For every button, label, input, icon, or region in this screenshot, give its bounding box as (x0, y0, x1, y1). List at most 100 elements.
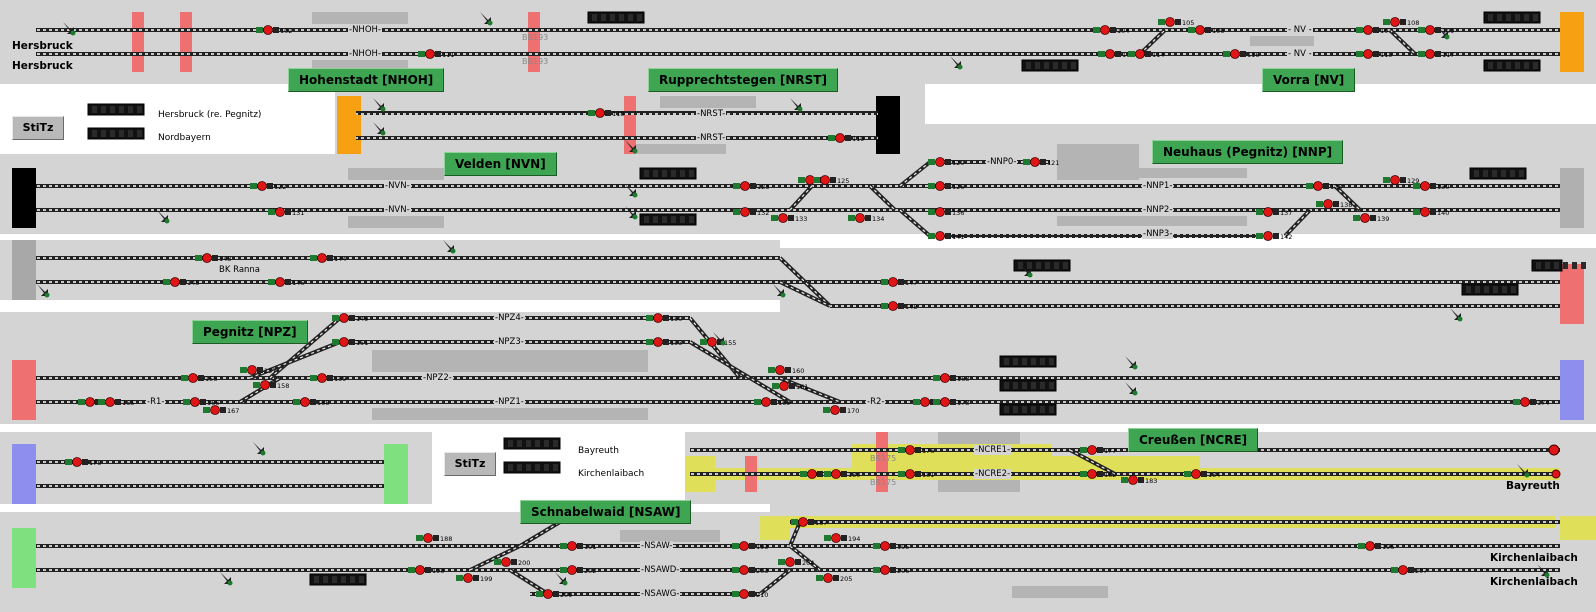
track-label-ncre2[interactable]: -NCRE2- (974, 469, 1012, 479)
track-segment[interactable] (690, 472, 1560, 476)
route-key-icon[interactable] (625, 206, 636, 218)
track-switch[interactable] (1138, 28, 1167, 56)
signal-163[interactable]: 163 (933, 373, 969, 384)
stitz-button-lower[interactable]: StiTz (444, 452, 496, 476)
track-segment[interactable] (356, 136, 878, 140)
signal-173[interactable]: 173 (933, 397, 969, 408)
track-segment[interactable] (36, 544, 1560, 548)
signal-129[interactable]: 129 (1383, 175, 1419, 186)
signal-178[interactable]: 178 (65, 457, 101, 468)
station-creussen[interactable]: Creußen [NCRE] (1128, 428, 1259, 452)
track-segment[interactable] (356, 111, 878, 115)
route-key-icon[interactable] (373, 122, 384, 134)
signal-205[interactable]: 205 (816, 573, 852, 584)
signal-120[interactable]: 120 (928, 157, 964, 168)
track-label-nhoh-1[interactable]: -NHOH- (348, 25, 382, 35)
route-key-icon[interactable] (37, 284, 48, 296)
signal-123[interactable]: 123 (733, 181, 769, 192)
signal-114[interactable]: 114 (1128, 49, 1164, 60)
signal-119[interactable]: 119 (828, 133, 864, 144)
end-signal-lamp[interactable] (1551, 469, 1561, 479)
stitz-button-upper[interactable]: StiTz (12, 116, 64, 140)
signal-104[interactable]: 104 (1093, 25, 1129, 36)
signal-136[interactable]: 136 (928, 207, 964, 218)
signal-196[interactable]: 196 (1358, 541, 1394, 552)
track-segment[interactable] (36, 256, 780, 260)
station-velden[interactable]: Velden [NVN] (444, 152, 557, 176)
route-key-icon[interactable] (773, 284, 784, 296)
signal-153[interactable]: 153 (646, 337, 682, 348)
signal-134[interactable]: 134 (848, 213, 884, 224)
signal-141[interactable]: 141 (928, 231, 964, 242)
track-label-nnp1[interactable]: -NNP1- (1142, 181, 1174, 191)
signal-128[interactable]: 128 (1306, 181, 1342, 192)
track-segment[interactable] (790, 520, 1560, 524)
track-label-nsawg[interactable]: -NSAWG- (640, 589, 681, 599)
signal-140[interactable]: 140 (1413, 207, 1449, 218)
signal-161[interactable]: 161 (772, 381, 808, 392)
signal-147[interactable]: 147 (881, 277, 917, 288)
signal-203[interactable]: 203 (732, 565, 768, 576)
signal-107[interactable]: 107 (1356, 25, 1392, 36)
track-label-nrst-1[interactable]: -NRST- (696, 109, 727, 119)
signal-169[interactable]: 169 (754, 397, 790, 408)
signal-149[interactable]: 149 (332, 313, 368, 324)
track-label-nvn-1[interactable]: -NVN- (384, 181, 411, 191)
route-key-icon[interactable] (1020, 264, 1031, 276)
route-key-icon[interactable] (1517, 464, 1528, 476)
track-label-r2[interactable]: -R2- (866, 397, 886, 407)
track-switch[interactable] (788, 184, 814, 212)
signal-158[interactable]: 158 (253, 380, 289, 391)
track-label-ncre1[interactable]: -NCRE1- (974, 445, 1012, 455)
signal-102[interactable]: 102 (256, 25, 292, 36)
station-neuhaus[interactable]: Neuhaus (Pegnitz) [NNP] (1152, 140, 1344, 164)
track-segment[interactable] (36, 376, 1560, 380)
signal-198[interactable]: 198 (408, 565, 444, 576)
signal-168[interactable]: 168 (293, 397, 329, 408)
signal-191[interactable]: 191 (560, 541, 596, 552)
track-segment[interactable] (36, 52, 1560, 56)
signal-121[interactable]: 121 (1023, 157, 1059, 168)
signal-174[interactable]: 174 (1513, 397, 1549, 408)
track-label-nrst-2[interactable]: -NRST- (696, 133, 727, 143)
track-segment[interactable] (36, 400, 1560, 404)
route-key-icon[interactable] (1125, 382, 1136, 394)
signal-209[interactable]: 209 (536, 589, 572, 600)
signal-145[interactable]: 145 (163, 277, 199, 288)
track-label-nhoh-2[interactable]: -NHOH- (348, 49, 382, 59)
signal-131[interactable]: 131 (268, 207, 304, 218)
signal-160[interactable]: 160 (768, 365, 804, 376)
route-key-icon[interactable] (1125, 356, 1136, 368)
signal-182[interactable]: 182 (1080, 469, 1116, 480)
track-segment[interactable] (940, 234, 1260, 238)
track-segment[interactable] (36, 28, 1560, 32)
signal-157[interactable]: 157 (240, 365, 276, 376)
track-label-nv-1[interactable]: - NV - (1287, 25, 1313, 35)
track-label-nnp3[interactable]: -NNP3- (1142, 229, 1174, 239)
signal-188[interactable]: 188 (416, 533, 452, 544)
signal-142[interactable]: 142 (1256, 231, 1292, 242)
signal-109[interactable]: 109 (1418, 25, 1454, 36)
signal-181[interactable]: 181 (898, 469, 934, 480)
signal-146[interactable]: 146 (268, 277, 304, 288)
signal-115[interactable]: 115 (1356, 49, 1392, 60)
signal-170[interactable]: 170 (823, 405, 859, 416)
signal-156[interactable]: 156 (181, 373, 217, 384)
track-switch[interactable] (868, 184, 897, 212)
track-segment[interactable] (36, 280, 1560, 284)
signal-111[interactable]: 111 (418, 49, 454, 60)
track-segment[interactable] (690, 448, 1560, 452)
track-segment[interactable] (36, 568, 1560, 572)
signal-210[interactable]: 210 (732, 589, 768, 600)
track-segment[interactable] (36, 460, 384, 464)
track-switch[interactable] (1388, 28, 1417, 56)
signal-159[interactable]: 159 (310, 373, 346, 384)
route-key-icon[interactable] (63, 22, 74, 34)
signal-117[interactable]: 117 (1418, 49, 1454, 60)
signal-206[interactable]: 206 (873, 565, 909, 576)
signal-126[interactable]: 126 (928, 181, 964, 192)
track-label-nnp2[interactable]: -NNP2- (1142, 205, 1174, 215)
end-signal-lamp[interactable] (1548, 444, 1560, 456)
signal-187[interactable]: 187 (791, 517, 827, 528)
signal-184[interactable]: 184 (1184, 469, 1220, 480)
